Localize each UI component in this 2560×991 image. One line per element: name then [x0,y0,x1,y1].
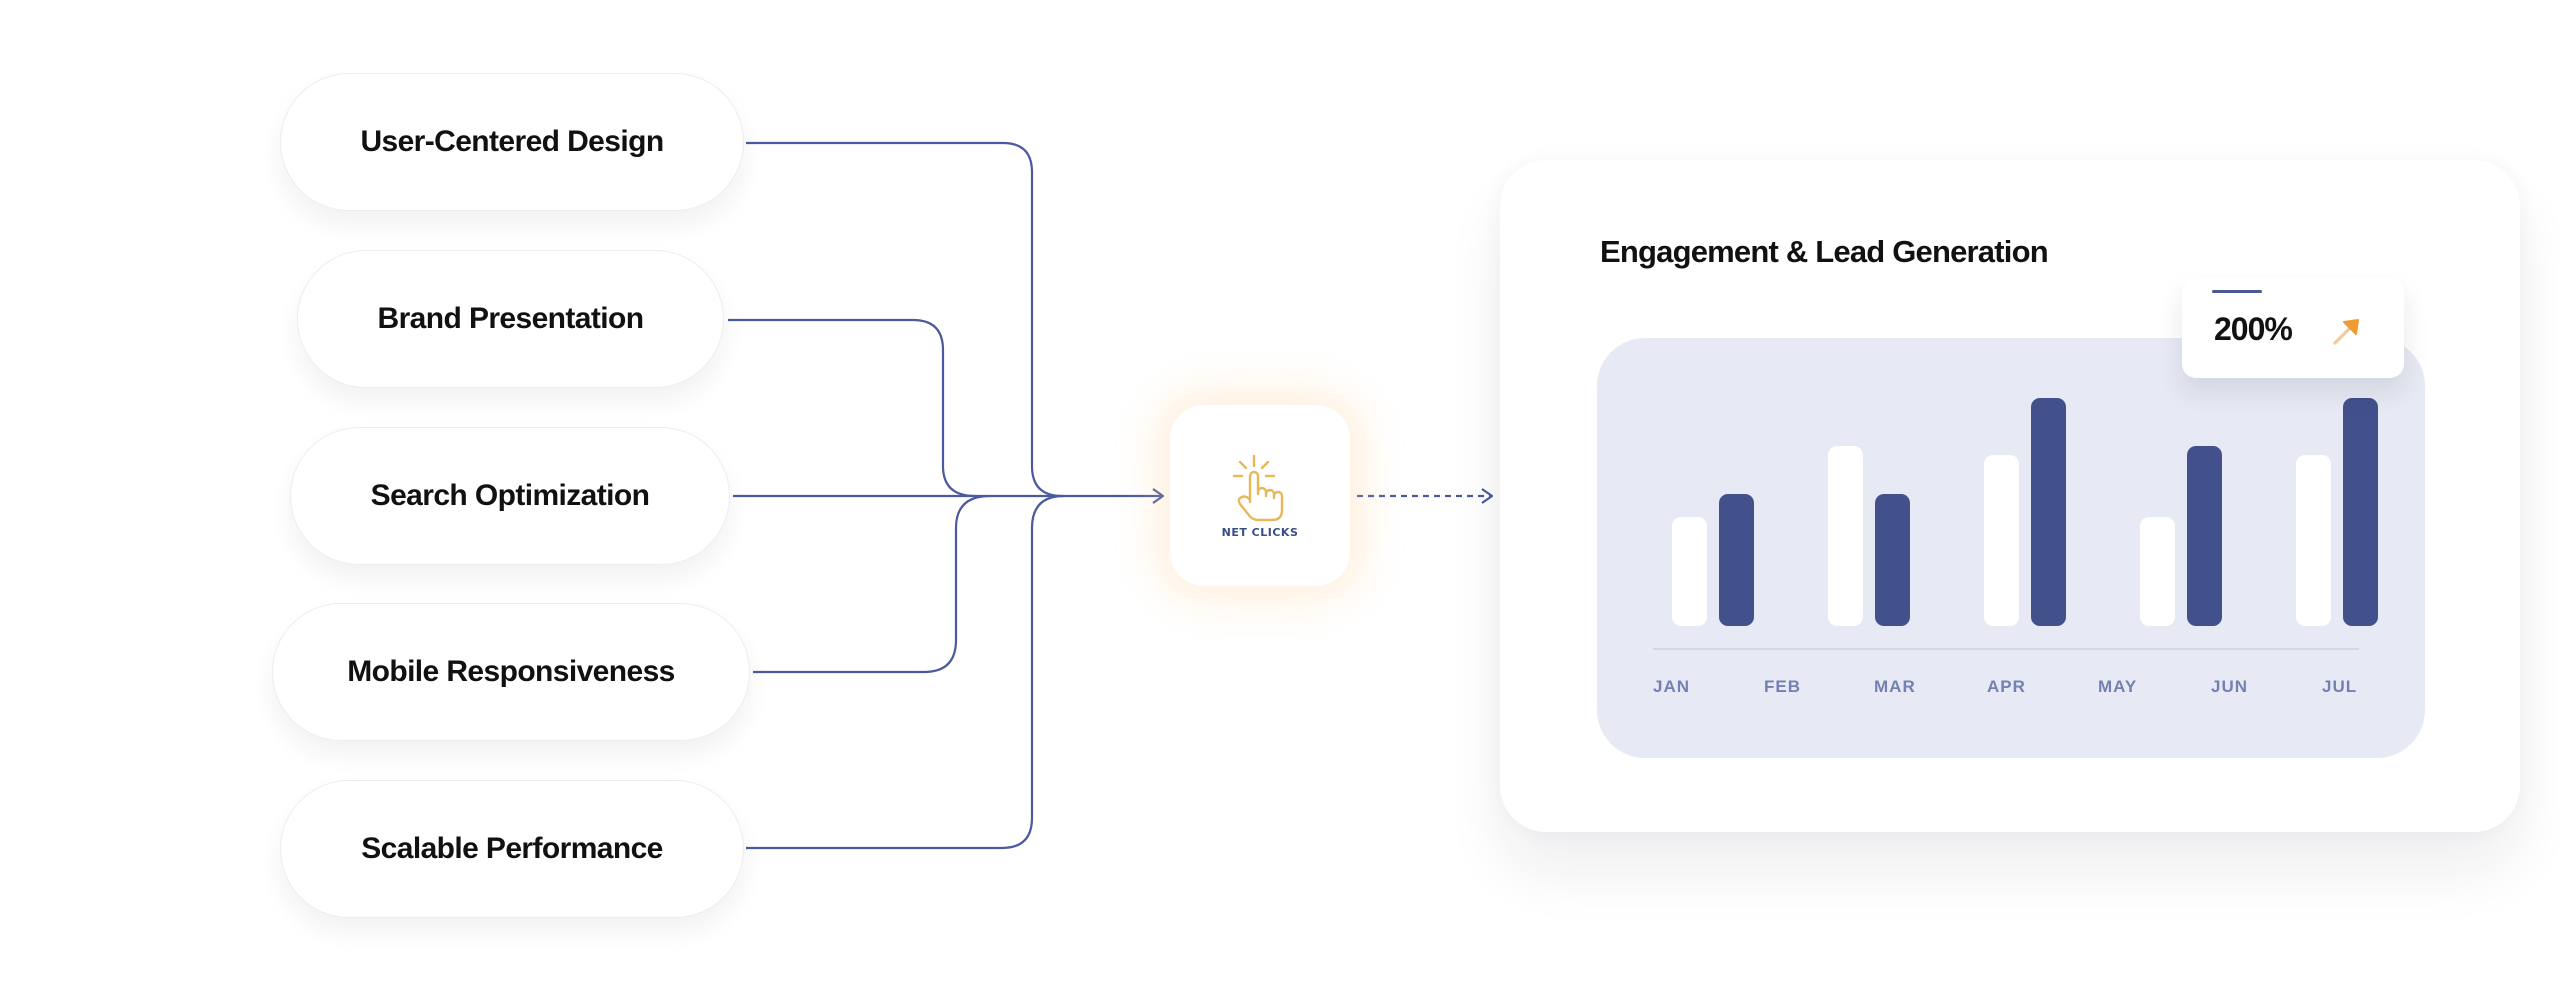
connector-user-centered [746,141,1063,498]
card-title: Engagement & Lead Generation [1600,234,2049,269]
feature-pill-mobile-responsiveness[interactable]: Mobile Responsiveness [272,603,750,741]
feature-label: User-Centered Design [360,125,664,158]
x-label-feb: FEB [1764,677,1801,696]
bar-baseline-2 [1828,445,1863,626]
growth-tooltip: 200% [2182,278,2404,378]
feature-pill-brand-presentation[interactable]: Brand Presentation [297,250,724,388]
pointer-click-icon [1232,454,1284,522]
bar-engagement-1 [1719,493,1754,626]
bar-engagement-3 [2031,398,2066,626]
connector-brand [728,318,976,498]
x-label-jun: JUN [2211,677,2249,696]
x-label-jan: JAN [1653,677,1691,696]
feature-label: Scalable Performance [361,832,663,865]
hub-label: NET CLICKS [1221,526,1299,539]
x-label-jul: JUL [2322,677,2358,696]
bar-baseline-5 [2296,455,2331,626]
feature-label: Brand Presentation [377,302,645,335]
feature-pill-user-centered-design[interactable]: User-Centered Design [280,73,744,211]
bar-engagement-5 [2343,398,2378,626]
bar-baseline-1 [1672,516,1707,626]
bar-engagement-2 [1875,493,1910,626]
feature-label: Search Optimization [370,479,650,512]
connector-scalable [746,494,1065,850]
bar-engagement-4 [2187,445,2222,626]
x-label-may: MAY [2098,677,2138,696]
trend-up-arrow-icon [2333,319,2359,345]
net-clicks-hub[interactable]: NET CLICKS [1170,405,1350,586]
x-label-apr: APR [1987,677,2026,696]
bar-baseline-3 [1984,455,2019,626]
x-label-mar: MAR [1874,677,1916,696]
bar-baseline-4 [2140,516,2175,626]
chart-baseline [1653,648,2359,650]
feature-pill-scalable-performance[interactable]: Scalable Performance [280,780,744,918]
feature-label: Mobile Responsiveness [347,655,675,688]
feature-pill-search-optimization[interactable]: Search Optimization [290,427,730,565]
connector-mobile [753,494,991,674]
tooltip-value: 200% [2214,311,2293,347]
tooltip-legend-dash [2212,290,2262,293]
